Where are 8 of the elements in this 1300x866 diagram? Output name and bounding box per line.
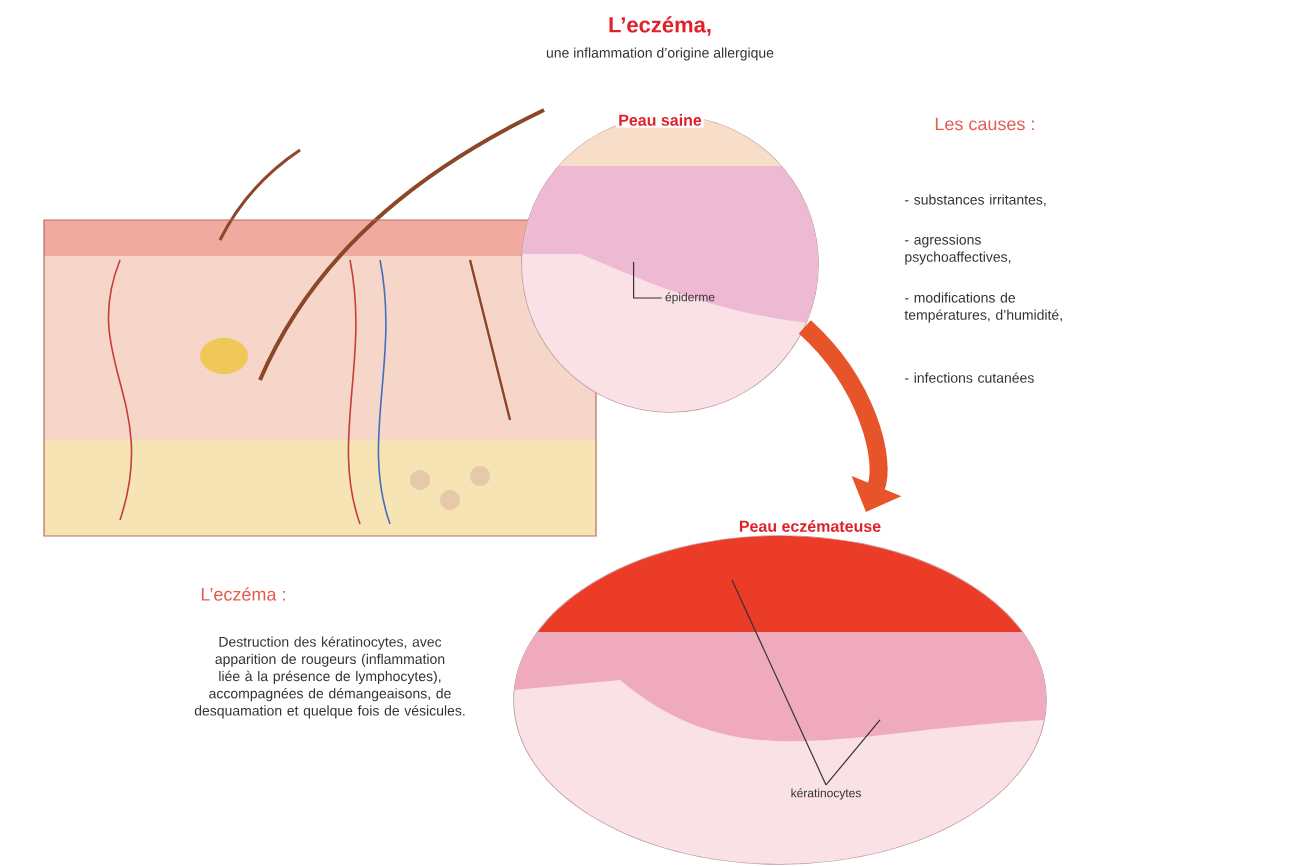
node-label: Peau eczémateuse [739,520,881,532]
leader-line [633,261,663,299]
skin-drawing [43,108,597,537]
title: L’eczéma, [609,16,711,36]
heading: L’eczéma : [201,587,285,601]
leader-line [731,579,827,786]
leader-line [825,719,881,786]
heading: Les causes : [935,117,1034,131]
